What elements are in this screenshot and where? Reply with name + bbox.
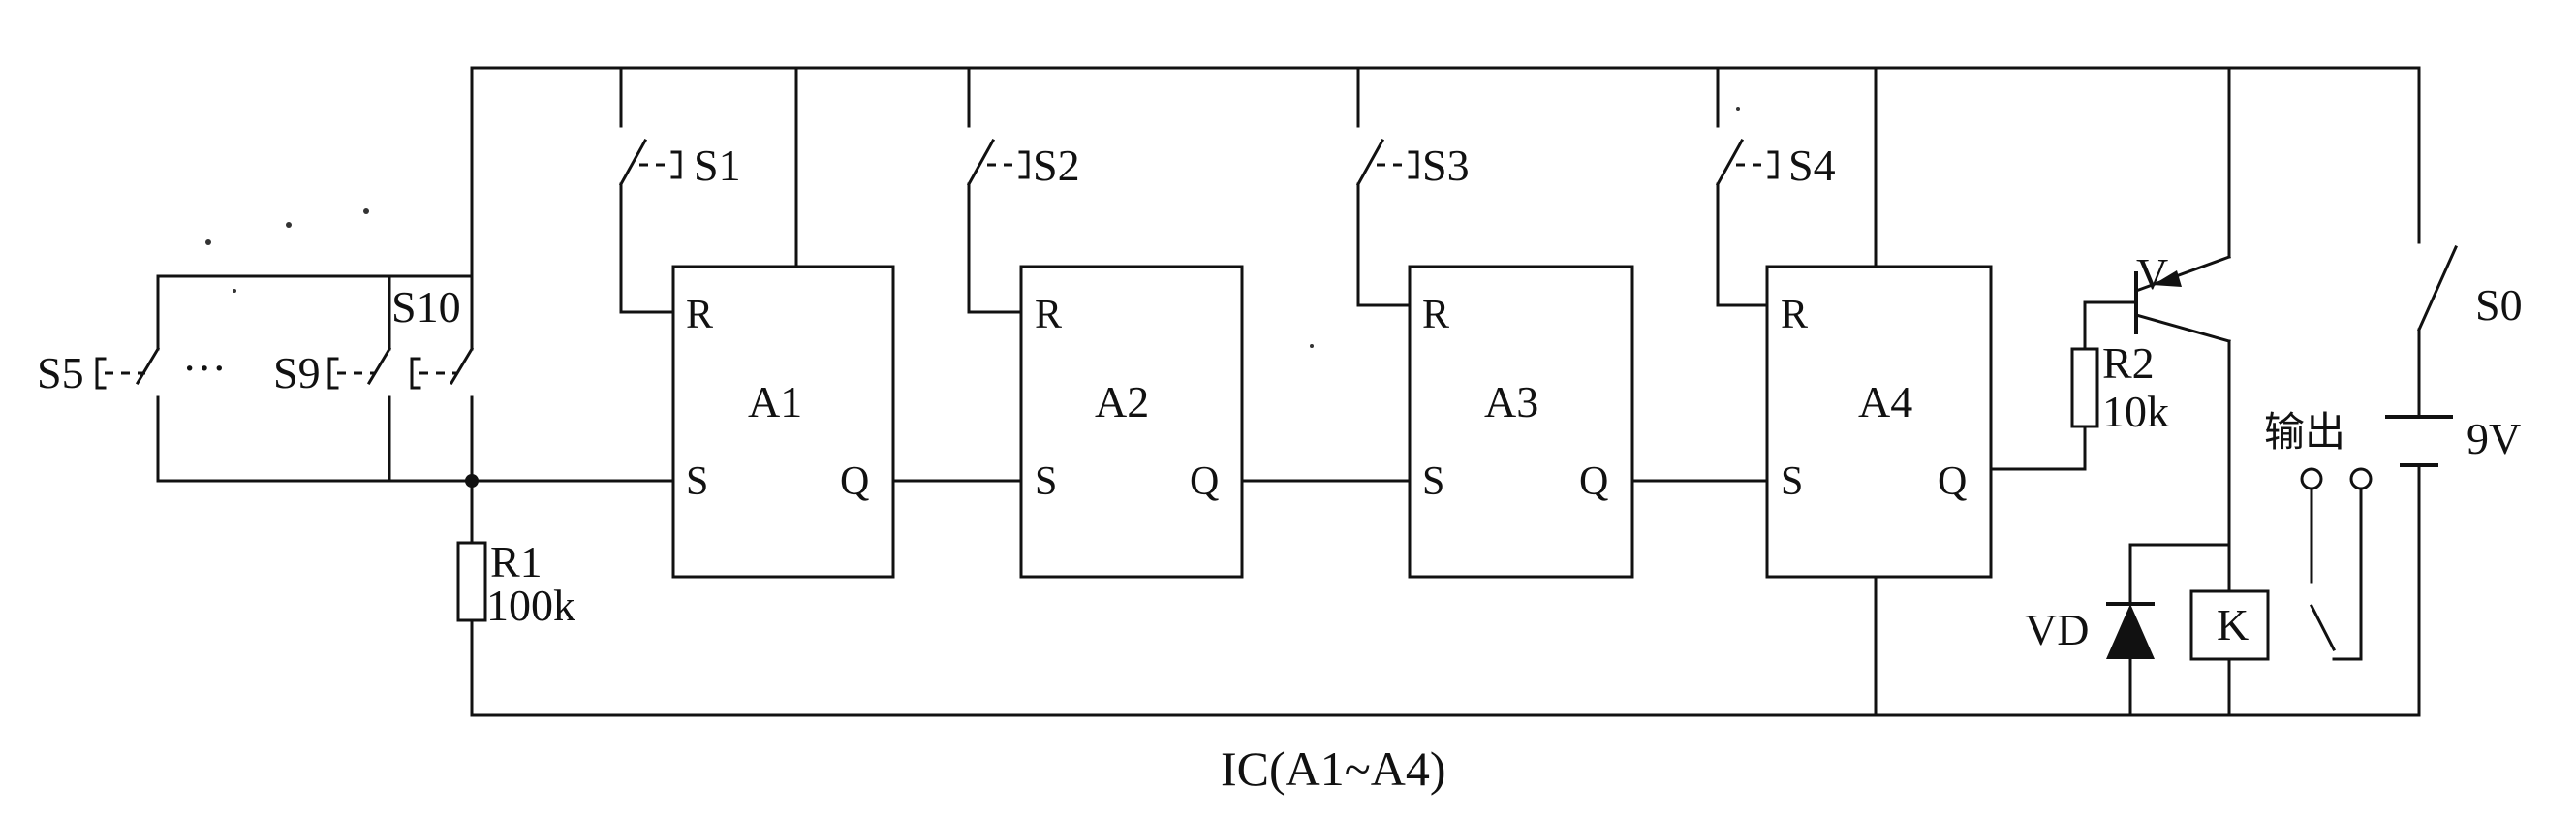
s4-pushbutton: [1767, 150, 1779, 179]
s3-switch: S3: [1355, 138, 1470, 190]
s9-label: S9: [273, 348, 321, 397]
s5-blade: [135, 346, 161, 386]
wiring: [156, 66, 2421, 717]
scan-speck: [1736, 107, 1740, 111]
a3-body: [1408, 265, 1634, 579]
s2-pushbutton: [1018, 150, 1030, 179]
a4-set-pin: S: [1781, 459, 1803, 504]
output-label: 输出: [2264, 408, 2345, 456]
transistor-collector: [2134, 313, 2231, 343]
scan-noise: [205, 107, 1740, 348]
a2-reset-pin: R: [1035, 293, 1062, 337]
r2-body: [2070, 347, 2099, 428]
diode-triangle: [2106, 604, 2155, 659]
s3-pushbutton: [1408, 150, 1419, 179]
a3-output-pin: Q: [1579, 459, 1608, 504]
scan-speck: [205, 239, 211, 245]
s10-pushbutton: [410, 357, 421, 390]
s1-blade: [618, 138, 648, 187]
s2-switch: S2: [966, 138, 1080, 190]
relay-coil: [2189, 589, 2270, 661]
s1-to-r: [619, 182, 675, 314]
a1-output-pin: Q: [840, 459, 869, 504]
s0-label: S0: [2475, 280, 2523, 330]
s3-label: S3: [1422, 141, 1470, 190]
relay-label: K: [2217, 600, 2249, 649]
a2-set-pin: S: [1035, 459, 1057, 504]
a4q-to-r2: [1989, 425, 2087, 471]
battery-label: 9V: [2467, 414, 2521, 463]
flipflop-a3: R A3 S Q: [1408, 265, 1634, 579]
s9-pushbutton: [327, 357, 339, 390]
flipflop-a2: R A2 S Q: [1019, 265, 1244, 579]
s2-label: S2: [1033, 141, 1080, 190]
a4-name: A4: [1858, 377, 1912, 426]
resistor-r1: R1 100k: [456, 537, 575, 630]
a3-set-pin: S: [1422, 459, 1444, 504]
a4-reset-pin: R: [1781, 293, 1808, 337]
s0-blade: [2417, 245, 2458, 332]
transistor-emitter: [2134, 255, 2231, 293]
transistor-v: V: [2134, 249, 2231, 343]
battery-9v: 9V: [2385, 414, 2521, 467]
s4-label: S4: [1788, 141, 1836, 190]
s10-label: S10: [391, 282, 461, 332]
transistor-emitter-arrow: [2153, 270, 2182, 287]
a2-name: A2: [1095, 377, 1149, 426]
s5-label: S5: [37, 348, 84, 397]
r2-name: R2: [2102, 338, 2155, 388]
output-terminal-left: [2300, 467, 2323, 490]
diagram-caption: IC(A1~A4): [1221, 742, 1446, 796]
scan-speck: [363, 208, 369, 214]
scan-speck: [1310, 344, 1314, 348]
r1-body: [456, 541, 487, 622]
reset-switches: S1 S2 S3 S4: [618, 138, 1836, 190]
a3-reset-pin: R: [1422, 293, 1449, 337]
s3-blade: [1355, 138, 1385, 187]
s4-switch: S4: [1715, 138, 1836, 190]
scan-speck: [286, 222, 292, 228]
a4-output-pin: Q: [1938, 459, 1967, 504]
a1-name: A1: [748, 377, 802, 426]
a1-set-pin: S: [686, 459, 708, 504]
output-terminal-right: [2349, 467, 2373, 490]
diode-label: VD: [2025, 605, 2089, 654]
relay-contact-blade: [2309, 603, 2337, 652]
input-switch-bank: S5 ··· S9 S10: [37, 282, 475, 397]
s4-blade: [1715, 138, 1745, 187]
a1-reset-pin: R: [686, 293, 713, 337]
s2-to-r: [967, 182, 1023, 314]
a1-body: [671, 265, 895, 579]
s9-blade: [366, 346, 392, 386]
scan-speck: [233, 289, 236, 293]
resistor-r2: R2 10k: [2070, 338, 2169, 436]
r1-name: R1: [490, 537, 543, 586]
power-switch-s0: S0: [2417, 245, 2523, 332]
r2-to-base: [2083, 300, 2138, 351]
input-junction: [465, 474, 479, 488]
flipflop-a1: R A1 S Q: [671, 265, 895, 579]
a4-body: [1765, 265, 1993, 579]
s1-switch: S1: [618, 138, 741, 190]
r1-value: 100k: [486, 581, 575, 630]
s1-label: S1: [694, 141, 741, 190]
s5-pushbutton: [95, 357, 107, 390]
a2-body: [1019, 265, 1244, 579]
transistor-label: V: [2136, 249, 2168, 299]
s1-pushbutton: [670, 150, 682, 179]
a3-name: A3: [1484, 377, 1538, 426]
s2-blade: [966, 138, 996, 187]
switch-bank-ellipsis: ···: [182, 343, 227, 393]
r2-value: 10k: [2102, 387, 2169, 436]
output-terminals: 输出: [2264, 408, 2373, 490]
s3-to-r: [1356, 182, 1412, 307]
flipflop-a4: R A4 S Q: [1765, 265, 1993, 579]
relay-k: K: [2189, 589, 2270, 661]
diode-vd: VD: [2025, 602, 2155, 659]
a2-output-pin: Q: [1190, 459, 1219, 504]
s4-to-r: [1716, 182, 1769, 307]
s10-blade: [449, 346, 475, 386]
